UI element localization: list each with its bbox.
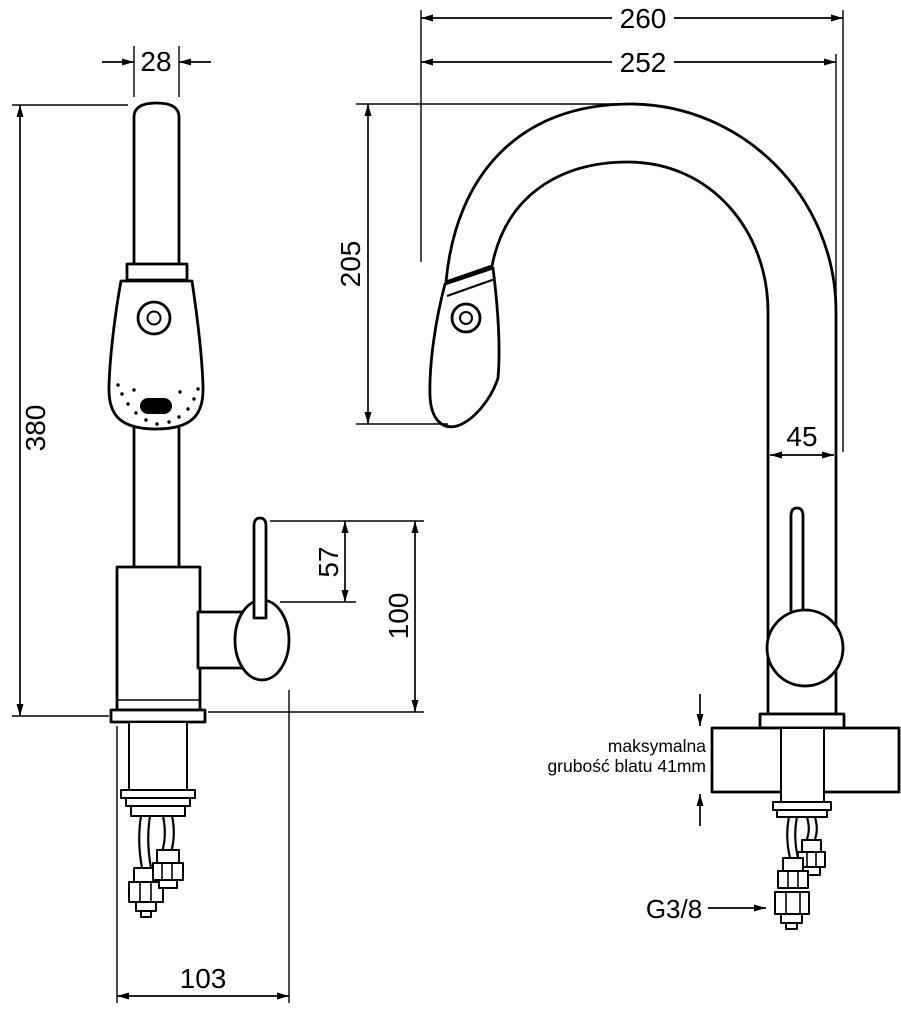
dimension-spout-width: 28 bbox=[102, 46, 211, 97]
thread-size-callout: G3/8 bbox=[646, 894, 766, 924]
threaded-rod bbox=[780, 727, 825, 803]
dim-spout-width-label: 28 bbox=[140, 46, 171, 77]
mounting-bracket bbox=[130, 805, 186, 817]
dimension-spout-height: 205 bbox=[335, 103, 640, 425]
handle-lever bbox=[252, 516, 268, 620]
hose-fitting-left bbox=[128, 867, 164, 918]
dimension-base-width: 103 bbox=[116, 690, 290, 1003]
threaded-rod bbox=[128, 721, 188, 791]
g38-nut bbox=[774, 891, 810, 915]
handle-ball-joint bbox=[765, 608, 845, 688]
washer bbox=[120, 789, 196, 799]
spray-button-center-icon bbox=[146, 310, 162, 326]
hose-fitting-right bbox=[152, 849, 184, 889]
aerator-slot bbox=[140, 398, 172, 414]
handle-lever bbox=[789, 506, 805, 620]
dimension-body-width: 45 bbox=[770, 421, 834, 459]
aerator-holes bbox=[116, 383, 200, 426]
spray-head-collar-line bbox=[446, 277, 496, 298]
dimension-handle-length: 57 bbox=[270, 520, 424, 603]
counter-note-line1: maksymalna bbox=[608, 736, 706, 756]
counter-thickness-note: maksymalna grubość blatu 41mm bbox=[547, 694, 706, 826]
thread-size-label: G3/8 bbox=[646, 894, 702, 924]
dimension-handle-height: 100 bbox=[208, 521, 424, 713]
washer bbox=[125, 797, 191, 807]
dim-spout-height-label: 205 bbox=[335, 241, 366, 288]
dim-total-height-label: 380 bbox=[20, 405, 51, 452]
washer bbox=[776, 809, 828, 818]
dim-body-width-label: 45 bbox=[786, 421, 817, 452]
dim-spout-reach-label: 252 bbox=[620, 47, 667, 78]
base-plate bbox=[109, 708, 207, 724]
dim-handle-length-label: 57 bbox=[313, 546, 344, 577]
spray-head-collar bbox=[125, 262, 189, 282]
spray-head bbox=[428, 266, 501, 429]
dim-base-width-label: 103 bbox=[180, 963, 227, 994]
dimension-overall-depth: 260 bbox=[420, 3, 844, 452]
spray-button-center-icon bbox=[459, 311, 473, 325]
side-view: 260 252 205 45 maksymalna grubość blatu … bbox=[335, 3, 901, 930]
washer bbox=[772, 801, 832, 811]
faucet-body bbox=[115, 565, 202, 712]
counter-note-line2: grubość blatu 41mm bbox=[547, 756, 706, 776]
base-flange bbox=[758, 712, 846, 730]
dim-overall-depth-label: 260 bbox=[620, 3, 667, 34]
dimension-total-height: 380 bbox=[12, 104, 128, 717]
dimension-spout-reach: 252 bbox=[421, 47, 837, 330]
dim-handle-height-label: 100 bbox=[383, 593, 414, 640]
front-view: 28 380 57 100 103 bbox=[12, 46, 424, 1003]
g38-connector bbox=[774, 857, 810, 930]
